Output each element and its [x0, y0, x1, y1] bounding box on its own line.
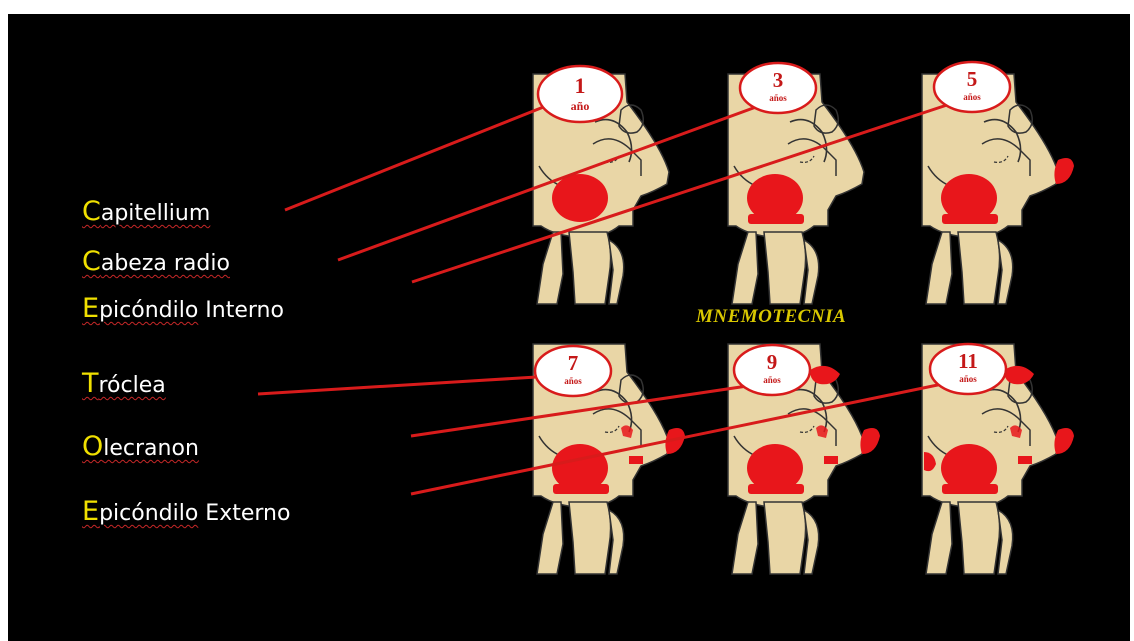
age-unit: años	[564, 376, 582, 386]
age-unit: año	[571, 99, 590, 113]
age-number: 5	[967, 67, 978, 91]
connector-line-2	[412, 105, 947, 282]
connector-line-3	[258, 376, 553, 394]
elbow-panel-2	[922, 74, 1074, 304]
term-rest: abeza radio	[101, 251, 230, 276]
term-extra: Externo	[198, 501, 290, 526]
ossification-center-olec	[1004, 366, 1034, 384]
mnemonic-title: MNEMOTECNIA	[696, 306, 846, 328]
age-number: 1	[575, 73, 586, 98]
age-unit: años	[763, 375, 781, 385]
ossification-center-medepi	[1054, 158, 1074, 184]
term-4: Olecranon	[82, 433, 199, 460]
term-2: Epicóndilo Interno	[82, 295, 284, 322]
term-initial: C	[82, 196, 101, 227]
age-number: 3	[773, 68, 784, 92]
term-3: Tróclea	[82, 370, 166, 397]
term-rest: apitellium	[101, 201, 210, 226]
ossification-center-medepi	[860, 428, 880, 454]
term-initial: O	[82, 431, 103, 462]
term-1: Cabeza radio	[82, 248, 230, 275]
term-extra: Interno	[198, 298, 284, 323]
term-0: Capitellium	[82, 198, 210, 225]
age-unit: años	[963, 92, 981, 102]
ossification-center-medepi	[1054, 428, 1074, 454]
age-number: 7	[568, 351, 579, 375]
term-initial: C	[82, 246, 101, 277]
ossification-center-radhead	[748, 484, 804, 494]
term-rest: lecranon	[103, 436, 199, 461]
ossification-center-capit	[552, 174, 608, 222]
ossification-center-radhead	[553, 484, 609, 494]
ossification-center-radhead	[942, 214, 998, 224]
term-initial: E	[82, 293, 99, 324]
ossification-center-radhead	[748, 214, 804, 224]
term-initial: E	[82, 496, 99, 527]
age-number: 11	[958, 349, 978, 373]
ossification-center-olec	[810, 366, 840, 384]
term-rest: picóndilo	[99, 298, 198, 323]
age-number: 9	[767, 350, 778, 374]
ossification-center-radhead	[942, 484, 998, 494]
term-rest: picóndilo	[99, 501, 198, 526]
age-unit: años	[769, 93, 787, 103]
age-unit: años	[959, 374, 977, 384]
connector-line-0	[285, 106, 546, 210]
term-rest: róclea	[99, 373, 166, 398]
term-5: Epicóndilo Externo	[82, 498, 290, 525]
term-initial: T	[82, 368, 99, 399]
